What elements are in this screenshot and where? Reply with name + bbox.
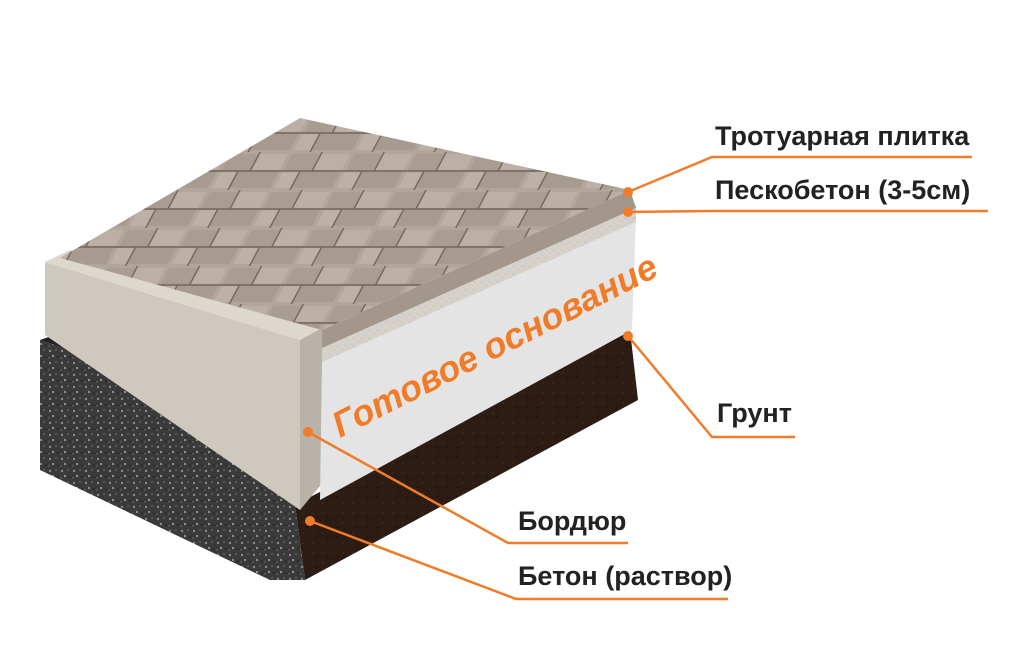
dot-curb — [303, 427, 313, 437]
leader-dots — [303, 187, 633, 526]
ready-base-layer — [320, 218, 636, 500]
sand-concrete-layer — [322, 205, 636, 362]
label-sand-concrete: Пескобетон (3-5см) — [715, 175, 970, 205]
paving-tiles-edge — [322, 190, 636, 348]
label-soil: Грунт — [717, 398, 792, 428]
leader-line-paving-tile — [627, 155, 972, 194]
leader-line-curb — [307, 430, 628, 545]
curb-front — [45, 262, 300, 510]
dot-paving-tile — [623, 187, 633, 197]
dot-sand-concrete — [623, 207, 633, 217]
paving-tiles-top — [60, 118, 630, 330]
leader-line-concrete — [309, 519, 728, 601]
dot-concrete — [305, 516, 315, 526]
label-curb: Бордюр — [518, 506, 626, 536]
leader-line-soil — [627, 335, 795, 439]
curb-side — [300, 328, 325, 510]
dot-soil — [623, 331, 633, 341]
concrete-block — [40, 340, 305, 580]
label-paving-tile: Тротуарная плитка — [715, 121, 970, 151]
leader-line-sand-concrete — [627, 209, 988, 214]
label-concrete: Бетон (раствор) — [518, 561, 732, 591]
soil-layer — [295, 330, 638, 580]
leader-lines — [307, 155, 988, 601]
